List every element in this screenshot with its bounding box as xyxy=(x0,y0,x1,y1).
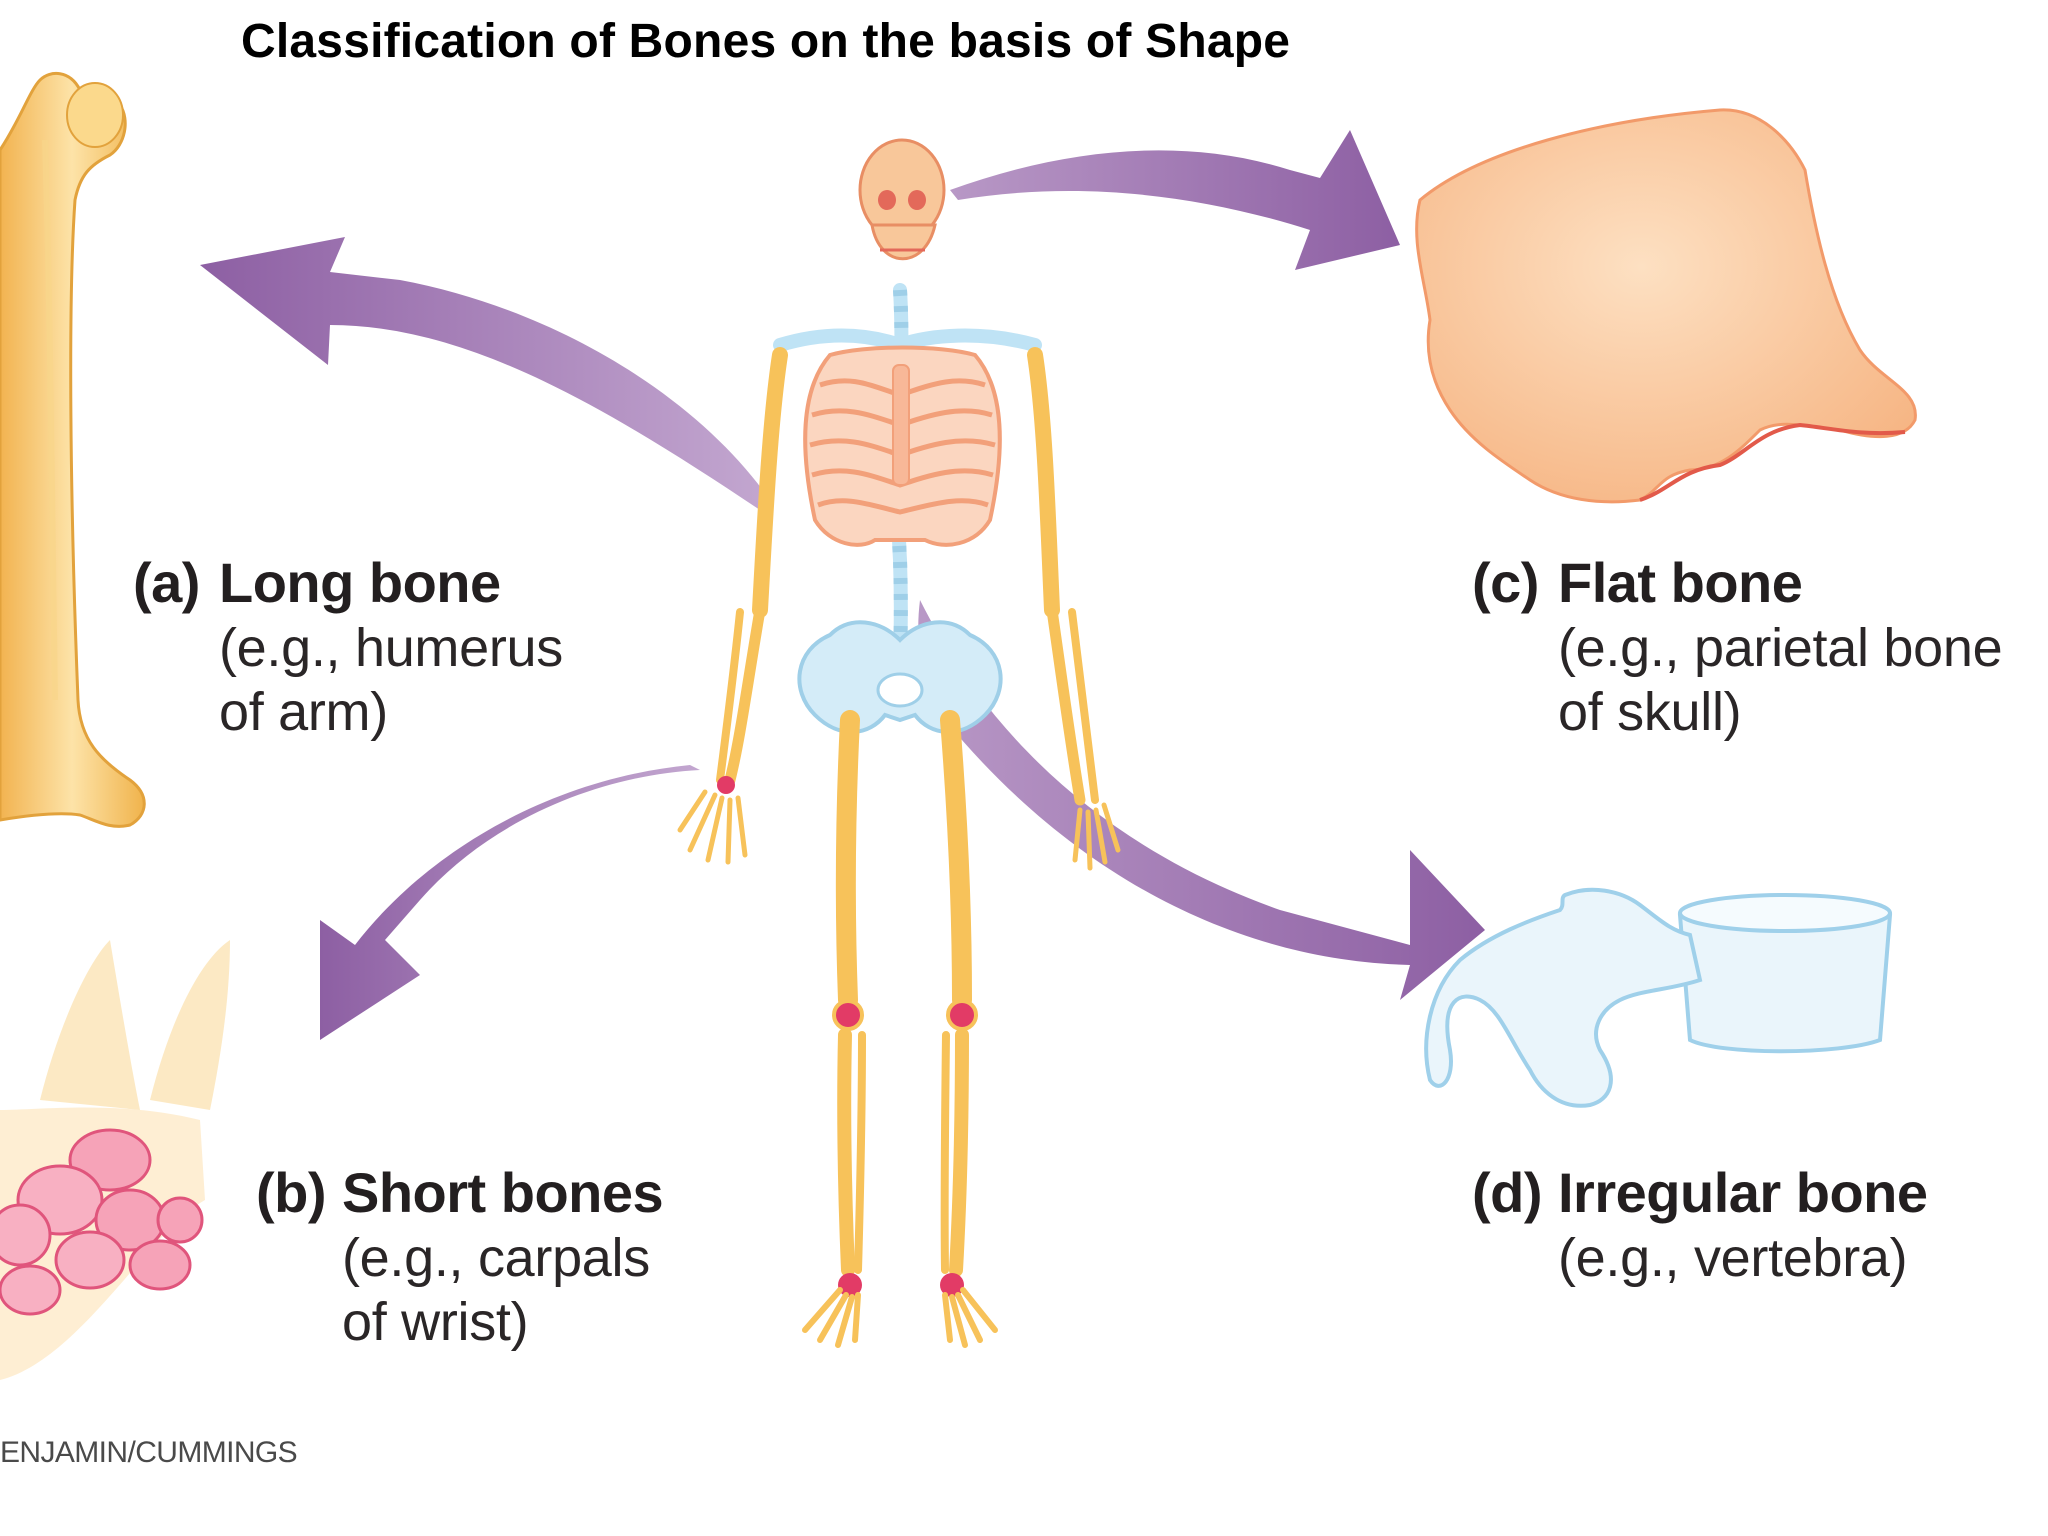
label-letter-a: (a) xyxy=(133,551,200,614)
ribcage xyxy=(803,345,1002,547)
arrow-to-long-bone xyxy=(200,237,770,510)
label-example-line1: (e.g., parietal bone xyxy=(1558,618,2003,678)
short-bones-label: (b) Short bones (e.g., carpals of wrist) xyxy=(256,1160,664,1354)
label-example-line1: (e.g., humerus xyxy=(219,618,563,678)
skull xyxy=(858,138,946,261)
arrow-to-irregular-bone xyxy=(918,600,1485,1000)
label-example-line1: (e.g., carpals xyxy=(342,1228,650,1288)
arrow-to-flat-bone xyxy=(950,130,1400,270)
label-letter-d: (d) xyxy=(1472,1161,1543,1224)
label-example-line2: of skull) xyxy=(1558,682,1742,742)
label-example-line2: of arm) xyxy=(219,682,388,742)
arrow-to-short-bones xyxy=(320,765,700,1040)
label-name-flat-bone: Flat bone xyxy=(1558,551,1803,614)
flat-bone-label: (c) Flat bone (e.g., parietal bone of sk… xyxy=(1472,550,2003,744)
humerus-illustration xyxy=(0,71,146,828)
left-leg xyxy=(802,710,866,1348)
label-example-line2: of wrist) xyxy=(342,1292,529,1352)
publisher-credit: ENJAMIN/CUMMINGS xyxy=(0,1436,298,1469)
label-example-line1: (e.g., vertebra) xyxy=(1558,1228,1908,1288)
label-letter-c: (c) xyxy=(1472,551,1539,614)
label-name-irregular-bone: Irregular bone xyxy=(1558,1161,1928,1224)
pelvis xyxy=(797,620,1003,734)
carpals-illustration xyxy=(0,940,230,1380)
right-leg xyxy=(940,710,998,1348)
right-arm xyxy=(1027,347,1121,871)
vertebra-illustration xyxy=(1424,887,1893,1108)
left-arm xyxy=(677,347,788,865)
long-bone-label: (a) Long bone (e.g., humerus of arm) xyxy=(133,550,563,744)
label-name-long-bone: Long bone xyxy=(219,551,501,614)
parietal-bone-illustration xyxy=(1415,108,1917,504)
skeleton-illustration xyxy=(677,138,1121,1348)
label-name-short-bones: Short bones xyxy=(342,1161,664,1224)
label-letter-b: (b) xyxy=(256,1161,327,1224)
page-title: Classification of Bones on the basis of … xyxy=(241,15,1291,68)
irregular-bone-label: (d) Irregular bone (e.g., vertebra) xyxy=(1472,1160,1928,1290)
